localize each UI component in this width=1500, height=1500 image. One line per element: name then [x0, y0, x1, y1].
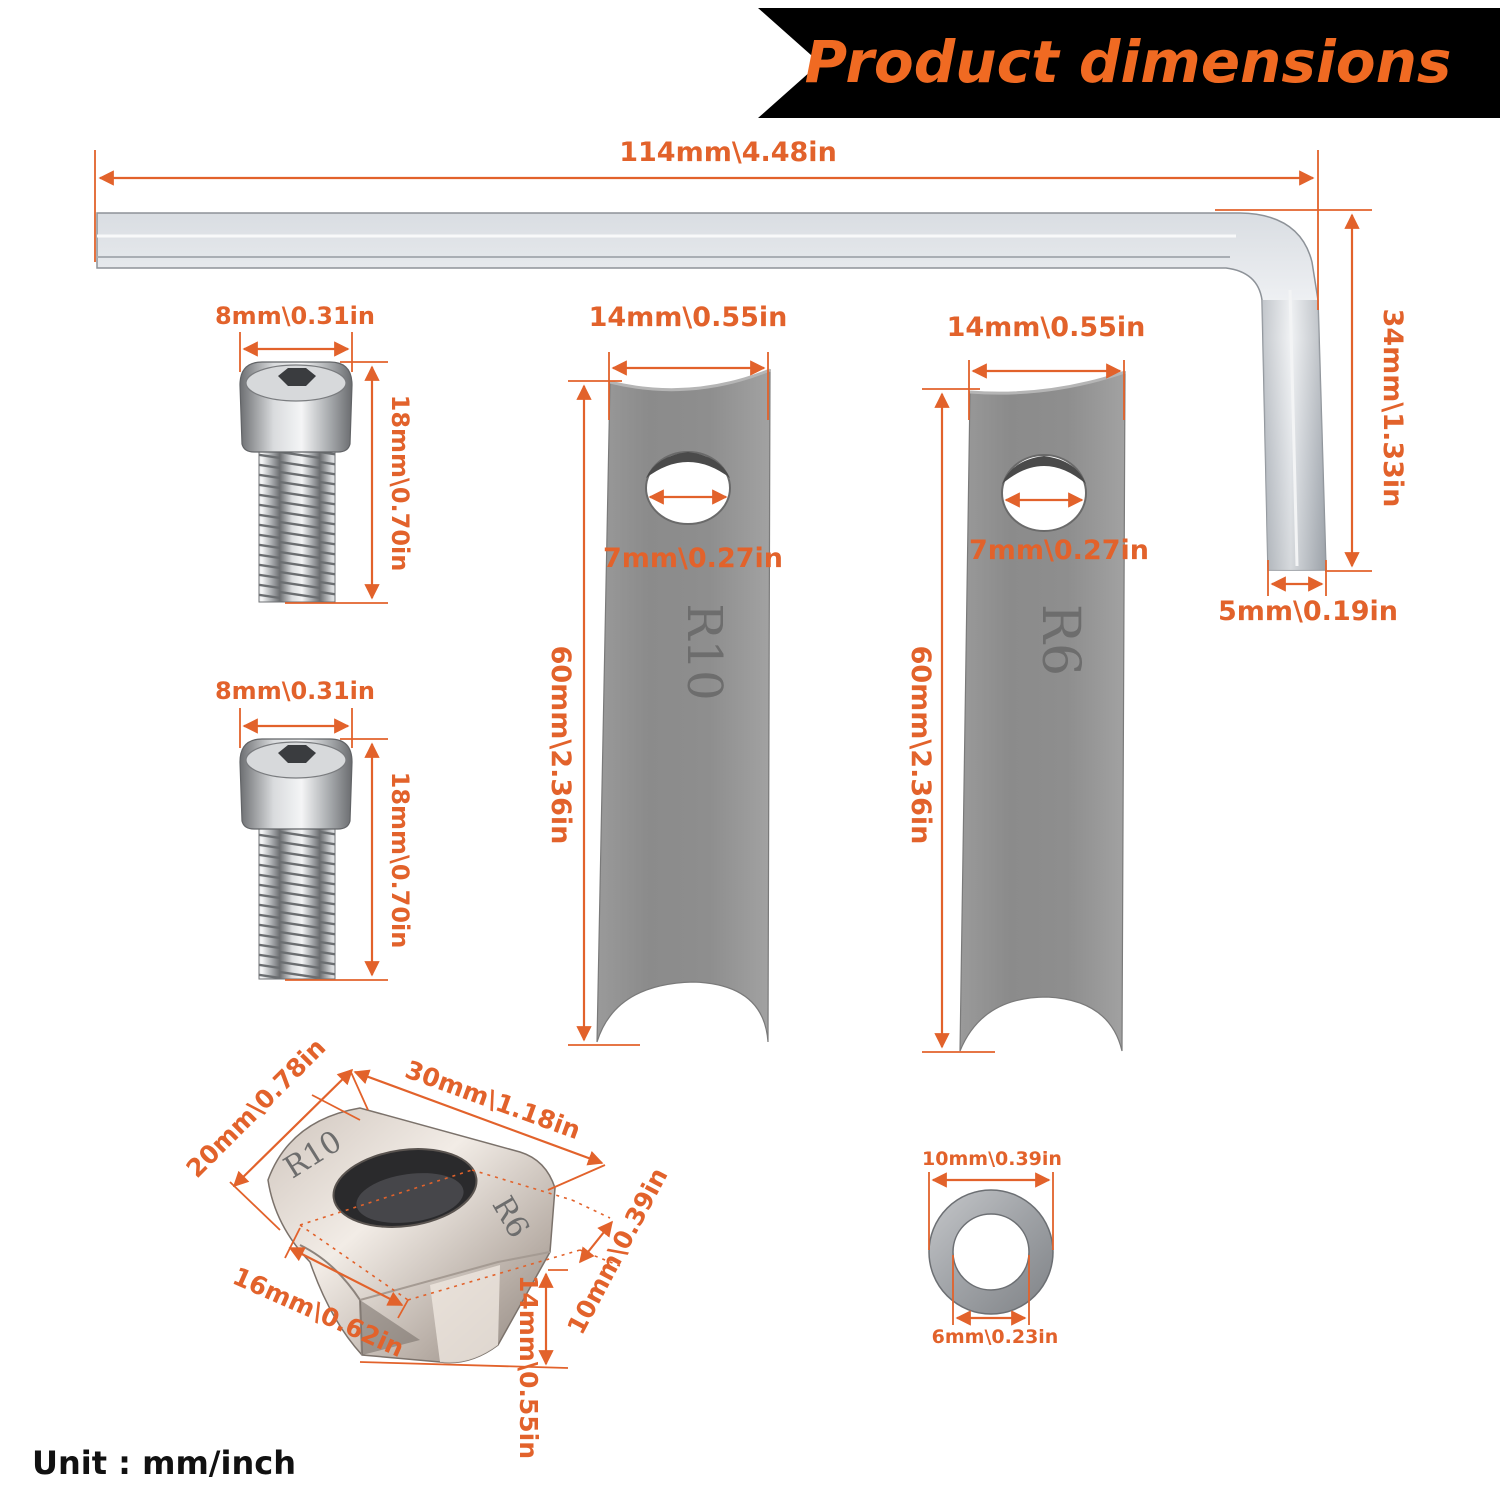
- block-height-dimension: 14mm\0.55in: [359, 1269, 569, 1459]
- screw-top-length-label: 18mm\0.70in: [386, 395, 414, 572]
- washer-outer-label: 10mm\0.39in: [922, 1148, 1062, 1170]
- wrench-hex-label: 5mm\0.19in: [1218, 596, 1398, 627]
- blade-r10-width-dimension: 14mm\0.55in: [589, 302, 788, 420]
- washer-inner-dimension: 6mm\0.23in: [932, 1255, 1059, 1348]
- screw-bottom: [239, 738, 353, 980]
- block-height-label: 14mm\0.55in: [514, 1275, 543, 1459]
- blade-r6-hole-dimension: 7mm\0.27in: [969, 492, 1149, 566]
- blade-r10-length-dimension: 60mm\2.36in: [545, 380, 640, 1046]
- unit-note: Unit : mm/inch: [32, 1444, 296, 1482]
- blade-r10-engraving: R10: [676, 603, 732, 700]
- screw-top: [239, 361, 353, 603]
- screw-bottom-length-dimension: 18mm\0.70in: [285, 738, 414, 981]
- blade-r6: R6: [959, 370, 1126, 1052]
- blade-r6-width-label: 14mm\0.55in: [947, 312, 1146, 343]
- wrench-hex-dimension: 5mm\0.19in: [1218, 560, 1398, 627]
- blade-r10-width-label: 14mm\0.55in: [589, 302, 788, 333]
- blade-r10-length-label: 60mm\2.36in: [545, 646, 576, 845]
- blade-r10-hole-label: 7mm\0.27in: [603, 543, 783, 574]
- page-title: Product dimensions: [805, 28, 1452, 96]
- screw-bottom-length-label: 18mm\0.70in: [386, 772, 414, 949]
- blade-r6-length-label: 60mm\2.36in: [905, 646, 936, 845]
- screw-top-width-dimension: 8mm\0.31in: [215, 302, 375, 372]
- blade-r6-length-dimension: 60mm\2.36in: [905, 388, 995, 1053]
- blade-r10: R10: [596, 368, 771, 1043]
- screw-bottom-width-label: 8mm\0.31in: [215, 677, 375, 705]
- wrench-height-dimension: 34mm\1.33in: [1215, 209, 1408, 572]
- washer: [928, 1189, 1054, 1315]
- screw-bottom-width-dimension: 8mm\0.31in: [215, 677, 375, 748]
- screw-top-width-label: 8mm\0.31in: [215, 302, 375, 330]
- washer-outer-dimension: 10mm\0.39in: [922, 1148, 1062, 1250]
- wrench-length-dimension: 114mm\4.48in: [94, 137, 1319, 310]
- wrench-length-label: 114mm\4.48in: [619, 137, 837, 168]
- blade-r10-hole-dimension: 7mm\0.27in: [603, 489, 783, 574]
- blade-r6-engraving: R6: [1030, 604, 1090, 676]
- blade-r6-hole-label: 7mm\0.27in: [969, 535, 1149, 566]
- wrench-height-label: 34mm\1.33in: [1377, 309, 1408, 508]
- title-banner: Product dimensions: [758, 8, 1500, 118]
- washer-inner-label: 6mm\0.23in: [932, 1326, 1059, 1348]
- screw-top-length-dimension: 18mm\0.70in: [285, 361, 414, 604]
- blade-r6-width-dimension: 14mm\0.55in: [947, 312, 1146, 420]
